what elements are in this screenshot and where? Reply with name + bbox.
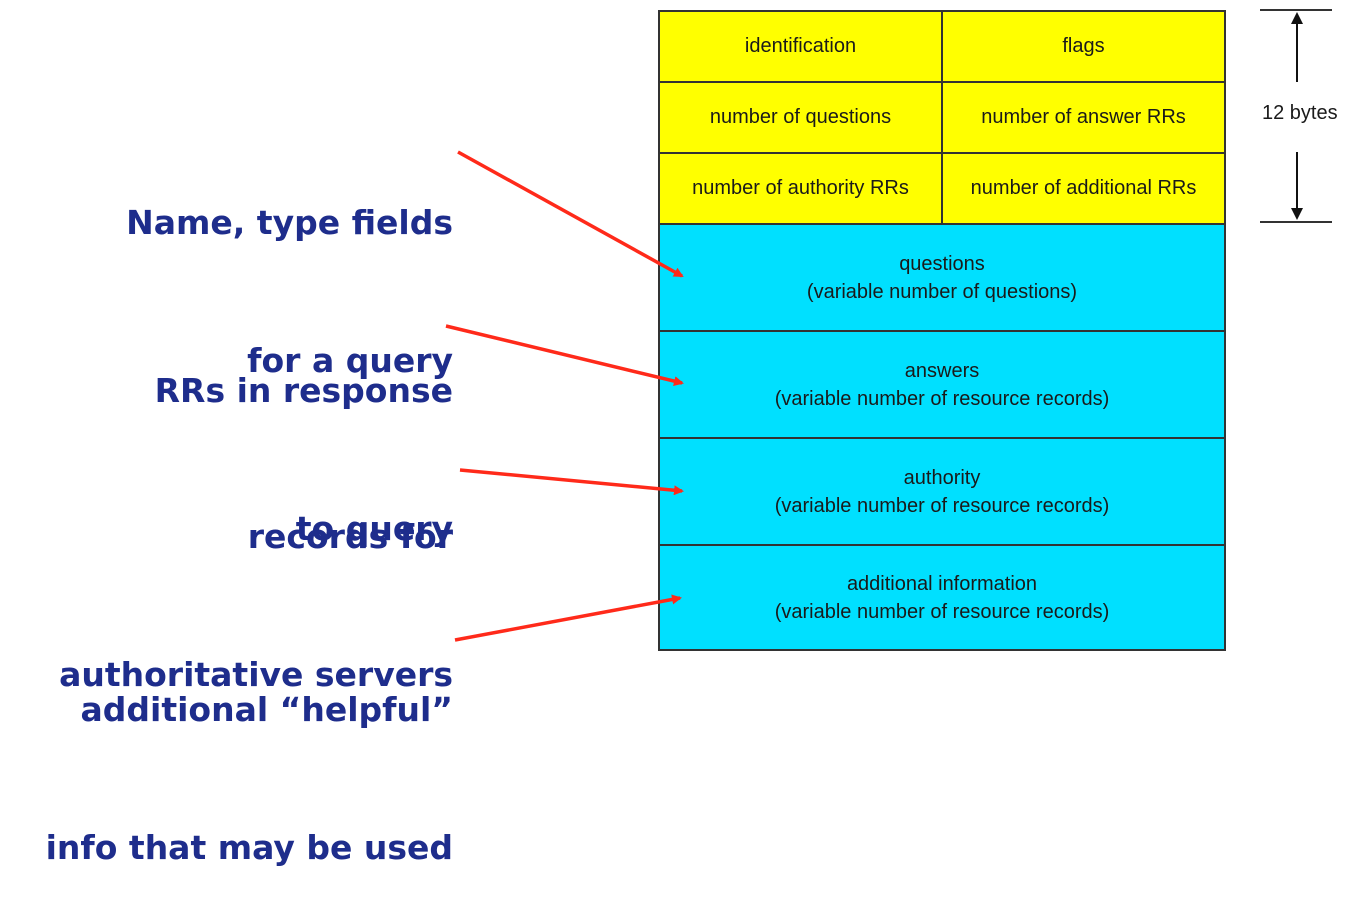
authority-section: authority (variable number of resource r… bbox=[658, 437, 1226, 544]
header-row-id-flags: identification flags bbox=[658, 10, 1226, 81]
num-questions-field: number of questions bbox=[709, 106, 892, 128]
annotation-line: RRs in response bbox=[154, 371, 453, 410]
section-subtitle: (variable number of resource records) bbox=[774, 600, 1110, 623]
section-subtitle: (variable number of resource records) bbox=[774, 494, 1110, 517]
flags-field: flags bbox=[941, 12, 1224, 81]
section-subtitle: (variable number of questions) bbox=[806, 280, 1078, 303]
arrows-layer bbox=[445, 9, 1332, 642]
header-row-counts-2: number of authority RRs number of additi… bbox=[658, 152, 1226, 223]
section-subtitle: (variable number of resource records) bbox=[774, 387, 1110, 410]
num-authority-rrs-field: number of authority RRs bbox=[692, 177, 909, 199]
additional-info-section: additional information (variable number … bbox=[658, 544, 1226, 651]
arrow-to-additional bbox=[454, 594, 682, 642]
arrow-to-authority bbox=[459, 468, 684, 496]
section-title: authority bbox=[903, 466, 981, 489]
header-row-counts-1: number of questions number of answer RRs bbox=[658, 81, 1226, 152]
annotation-line: for a query bbox=[247, 341, 453, 380]
annotation-query-fields: Name, type fields for a query bbox=[126, 108, 453, 430]
section-title: answers bbox=[904, 359, 980, 382]
answers-section: answers (variable number of resource rec… bbox=[658, 330, 1226, 437]
annotation-response-rrs: RRs in response to query bbox=[155, 276, 453, 598]
section-title: questions bbox=[899, 252, 985, 275]
annotation-line: to query bbox=[295, 509, 453, 548]
annotation-line: Name, type fields bbox=[126, 203, 453, 242]
annotation-line: additional “helpful” bbox=[80, 690, 454, 729]
arrow-to-questions bbox=[457, 150, 684, 278]
questions-section: questions (variable number of questions) bbox=[658, 223, 1226, 330]
arrow-to-answers bbox=[445, 324, 684, 386]
identification-field: identification bbox=[744, 35, 857, 57]
header-size-label: 12 bytes bbox=[1262, 102, 1338, 124]
num-answer-rrs-field: number of answer RRs bbox=[941, 83, 1224, 152]
annotation-line: records for bbox=[247, 517, 453, 556]
num-additional-rrs-field: number of additional RRs bbox=[941, 154, 1224, 223]
section-title: additional information bbox=[846, 572, 1038, 595]
annotation-line: info that may be used bbox=[45, 828, 453, 867]
